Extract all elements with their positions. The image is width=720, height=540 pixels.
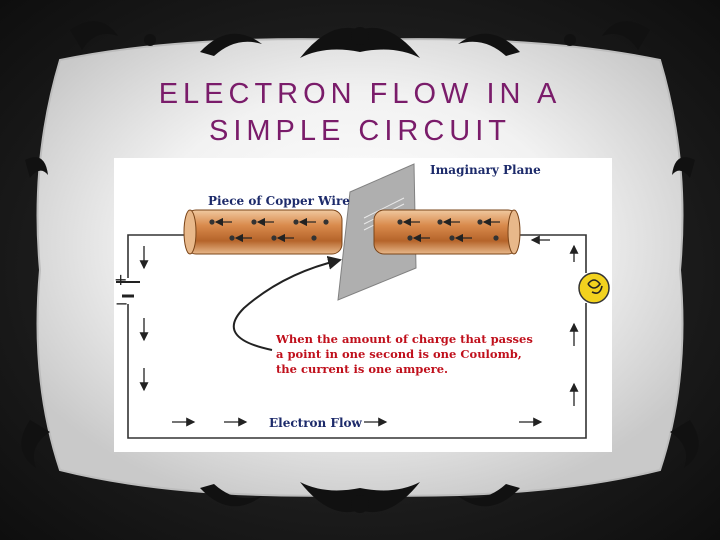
note-line-1: When the amount of charge that passes xyxy=(276,332,533,346)
current-definition-note: When the amount of charge that passes a … xyxy=(276,332,566,377)
bulb-symbol xyxy=(578,272,610,304)
electrons xyxy=(209,219,499,241)
top-ornament xyxy=(144,27,576,58)
title-line-2: SIMPLE CIRCUIT xyxy=(208,115,512,147)
electron-arrows xyxy=(214,217,500,243)
note-line-3: the current is one ampere. xyxy=(276,362,449,376)
circuit-diagram xyxy=(116,163,610,439)
copper-wire-label: Piece of Copper Wire xyxy=(208,194,350,208)
slide-title: ELECTRON FLOW IN A SIMPLE CIRCUIT xyxy=(100,76,620,150)
circuit-figure: Imaginary Plane Piece of Copper Wire Whe… xyxy=(114,158,612,452)
title-line-1: ELECTRON FLOW IN A xyxy=(158,78,562,110)
bottom-ornament xyxy=(200,482,520,513)
corner-ornaments xyxy=(21,21,699,468)
flow-arrows xyxy=(139,235,579,427)
imaginary-plane-label: Imaginary Plane xyxy=(430,163,541,177)
circuit-wires xyxy=(127,234,587,439)
battery-minus-label: − xyxy=(115,294,129,313)
battery-symbol xyxy=(116,281,140,298)
note-pointer xyxy=(232,255,342,351)
electron-flow-label: Electron Flow xyxy=(269,416,362,430)
note-line-2: a point in one second is one Coulomb, xyxy=(276,347,522,361)
copper-wire-right xyxy=(373,209,521,255)
copper-wire-left xyxy=(183,209,343,255)
battery-plus-label: + xyxy=(114,270,128,289)
